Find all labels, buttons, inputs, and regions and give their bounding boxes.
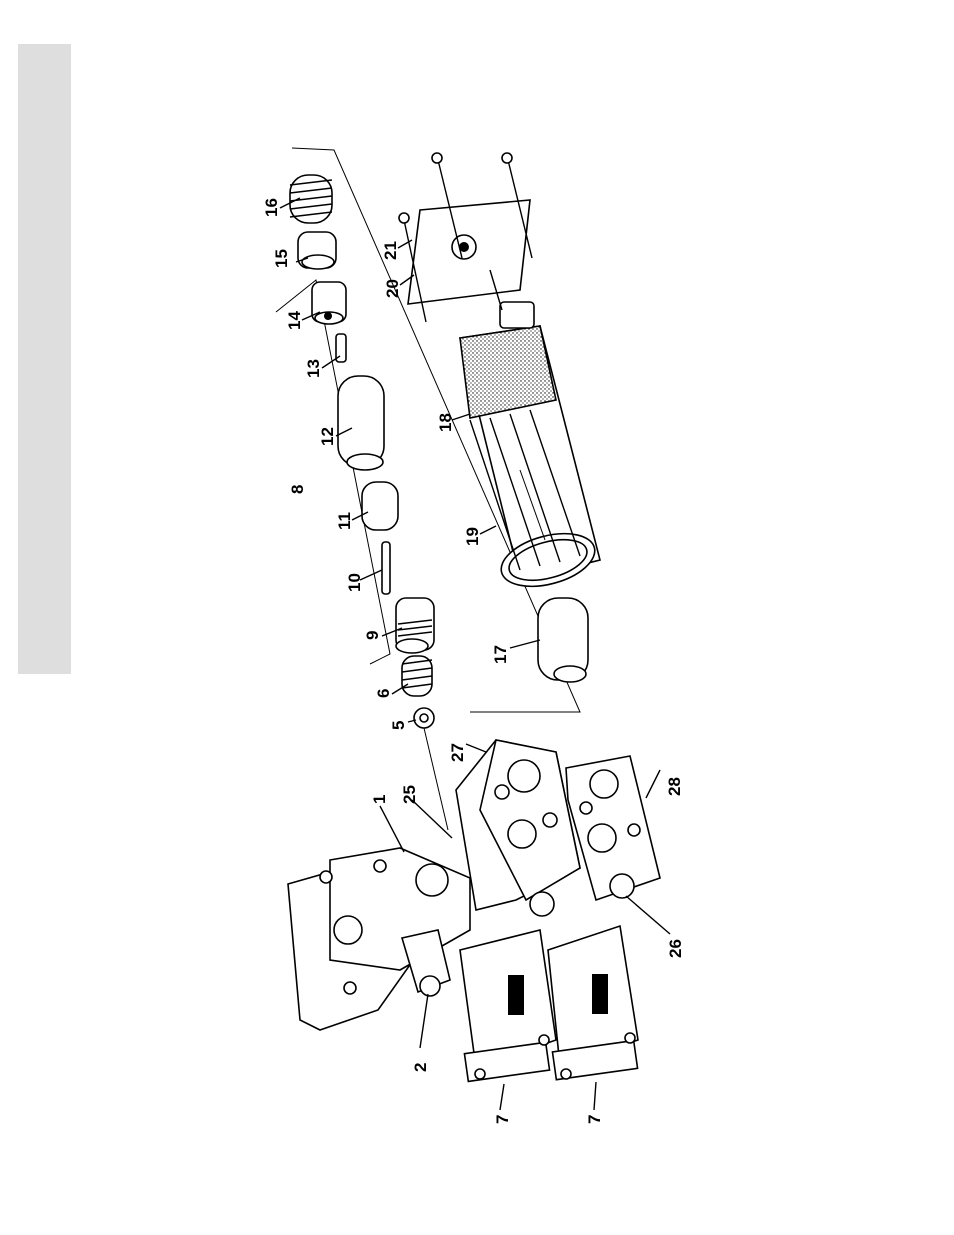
spring-6 — [402, 656, 432, 696]
valve-assembly — [288, 740, 660, 1081]
plunger-11 — [362, 482, 398, 530]
body-9 — [396, 598, 434, 653]
callout-26: 26 — [666, 939, 685, 958]
callout-6: 6 — [374, 689, 393, 698]
callout-13: 13 — [304, 359, 323, 378]
fitting-14 — [312, 282, 346, 324]
callout-16: 16 — [262, 198, 281, 217]
callout-2: 2 — [411, 1063, 430, 1072]
callout-15: 15 — [272, 249, 291, 268]
callout-5: 5 — [389, 721, 408, 730]
spring-16 — [290, 175, 332, 223]
sleeve-17 — [538, 598, 588, 682]
callout-8: 8 — [288, 485, 307, 494]
callout-19: 19 — [463, 527, 482, 546]
callout-7-right: 7 — [585, 1115, 604, 1124]
callout-11: 11 — [335, 512, 354, 530]
callout-12: 12 — [318, 427, 337, 446]
cap-15 — [298, 232, 336, 269]
kit8-bracket — [276, 280, 390, 664]
plate-20 — [408, 200, 530, 304]
callout-7-left: 7 — [493, 1115, 512, 1124]
callout-25: 25 — [400, 785, 419, 804]
tube-12 — [338, 376, 384, 470]
callout-9: 9 — [363, 631, 382, 640]
washer-5 — [414, 708, 434, 728]
callout-27: 27 — [448, 743, 467, 762]
coil-19 — [460, 302, 601, 596]
callout-18: 18 — [436, 413, 455, 432]
callout-1: 1 — [370, 795, 389, 804]
callout-20: 20 — [383, 279, 402, 298]
callout-28: 28 — [665, 777, 684, 796]
rod-10 — [382, 542, 390, 594]
callout-17: 17 — [491, 645, 510, 664]
callout-10: 10 — [345, 573, 364, 592]
callout-21: 21 — [381, 241, 400, 260]
callout-14: 14 — [285, 311, 304, 330]
